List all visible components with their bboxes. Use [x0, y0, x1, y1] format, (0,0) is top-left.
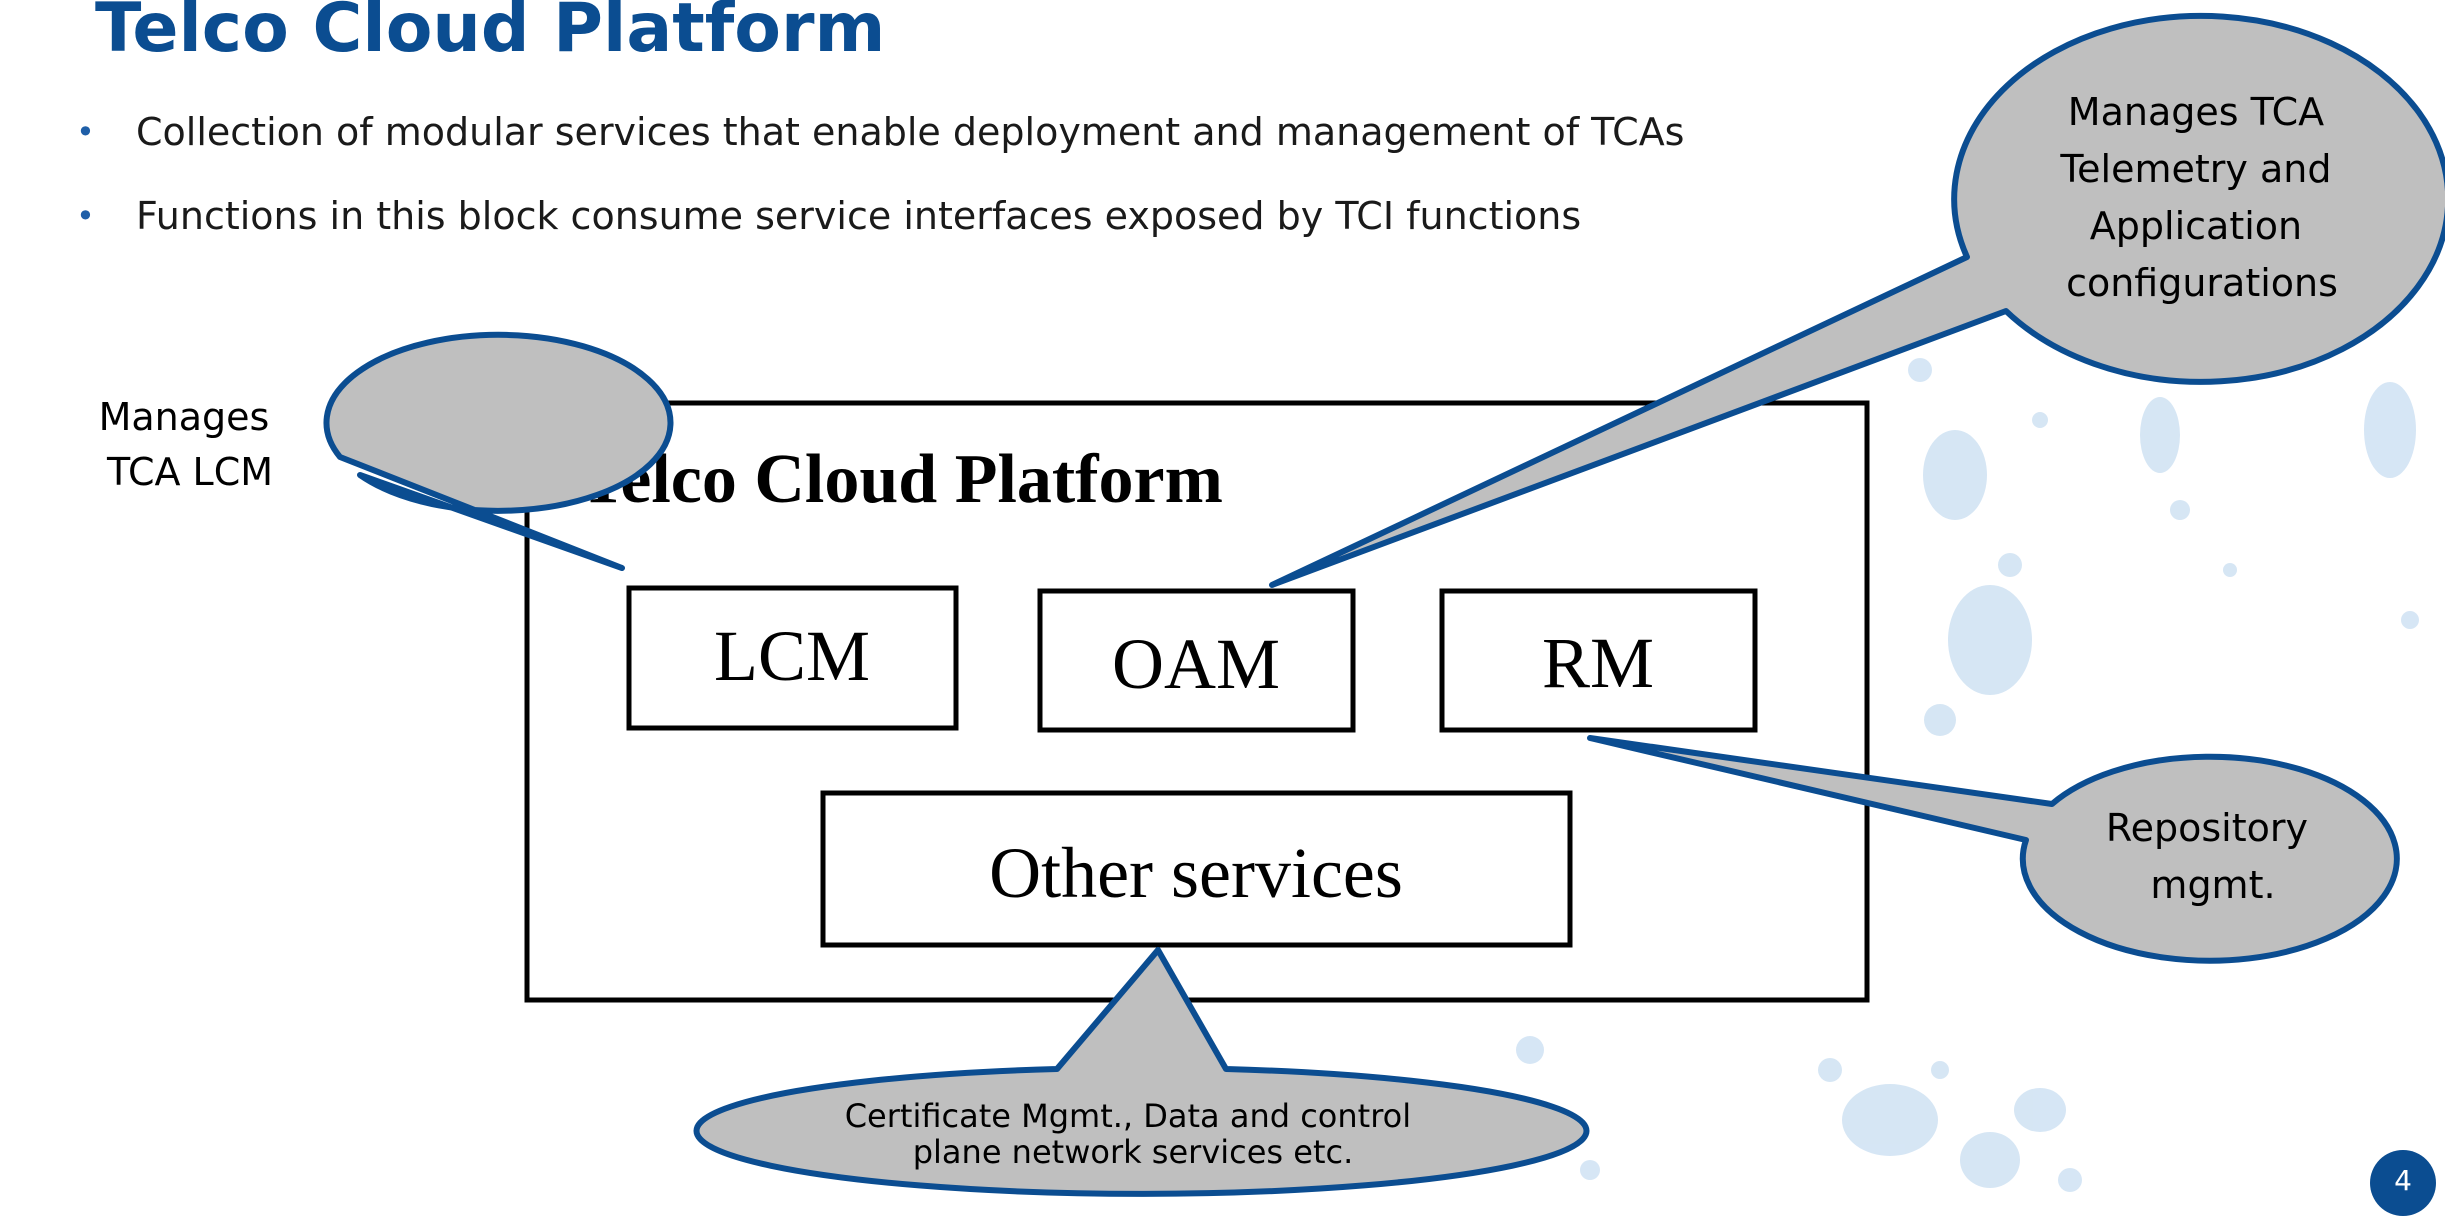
lcm-callout-shape [323, 331, 674, 571]
rm-callout-line: Repository [2106, 806, 2308, 850]
lcm-callout-line: TCA LCM [106, 450, 273, 494]
lcm-callout-line: Manages [99, 395, 270, 439]
oam-box [1037, 588, 1356, 733]
oam-callout-shape [1269, 12, 2445, 588]
svg-text:Repository mgmt.: Repository mgmt. [2106, 806, 2320, 907]
bullet-item: • Collection of modular services that en… [70, 102, 1684, 162]
rm-callout: Repository mgmt. [1587, 735, 2400, 964]
oam-label: OAM [1112, 624, 1280, 704]
svg-text:Certificate Mgmt., Data and co: Certificate Mgmt., Data and control plan… [845, 1097, 1422, 1171]
oam-callout-line: Manages TCA [2068, 90, 2324, 134]
rm-label: RM [1542, 623, 1654, 703]
oam-callout-line: Application [2090, 204, 2302, 248]
bullet-item: • Functions in this block consume servic… [70, 186, 1684, 246]
other-services-callout-line: Certificate Mgmt., Data and control [845, 1097, 1411, 1135]
other-services-box [820, 790, 1573, 948]
lcm-label: LCM [714, 616, 870, 696]
other-services-label: Other services [989, 833, 1403, 913]
oam-callout-line: configurations [2066, 261, 2338, 305]
other-services-callout-shape [693, 947, 1590, 1197]
other-services-callout-line: plane network services etc. [913, 1133, 1354, 1171]
other-services-callout: Certificate Mgmt., Data and control plan… [693, 947, 1590, 1197]
page-number-badge: 4 [2370, 1150, 2436, 1216]
lcm-callout: Manages TCA LCM [99, 331, 674, 571]
rm-callout-line: mgmt. [2150, 863, 2275, 907]
oam-callout: Manages TCA Telemetry and Application co… [1269, 12, 2445, 588]
bullet-text: Functions in this block consume service … [136, 194, 1582, 238]
bullet-icon: • [76, 113, 95, 151]
svg-text:Manages TCA Telemetry an: Manages TCA Telemetry and Application co… [2059, 90, 2343, 305]
platform-title: Telco Cloud Platform [580, 441, 1223, 518]
bullet-icon: • [76, 197, 95, 235]
page-title: Telco Cloud Platform [95, 0, 886, 68]
rm-callout-shape [1587, 735, 2400, 964]
svg-text:Manages TCA LCM: Manages TCA LCM [99, 395, 282, 494]
lcm-box [626, 585, 959, 731]
decorative-pattern [1516, 358, 2419, 1192]
bullet-list: • Collection of modular services that en… [70, 102, 1684, 270]
bullet-text: Collection of modular services that enab… [136, 110, 1685, 154]
rm-box [1439, 588, 1758, 733]
oam-callout-line: Telemetry and [2059, 147, 2331, 191]
